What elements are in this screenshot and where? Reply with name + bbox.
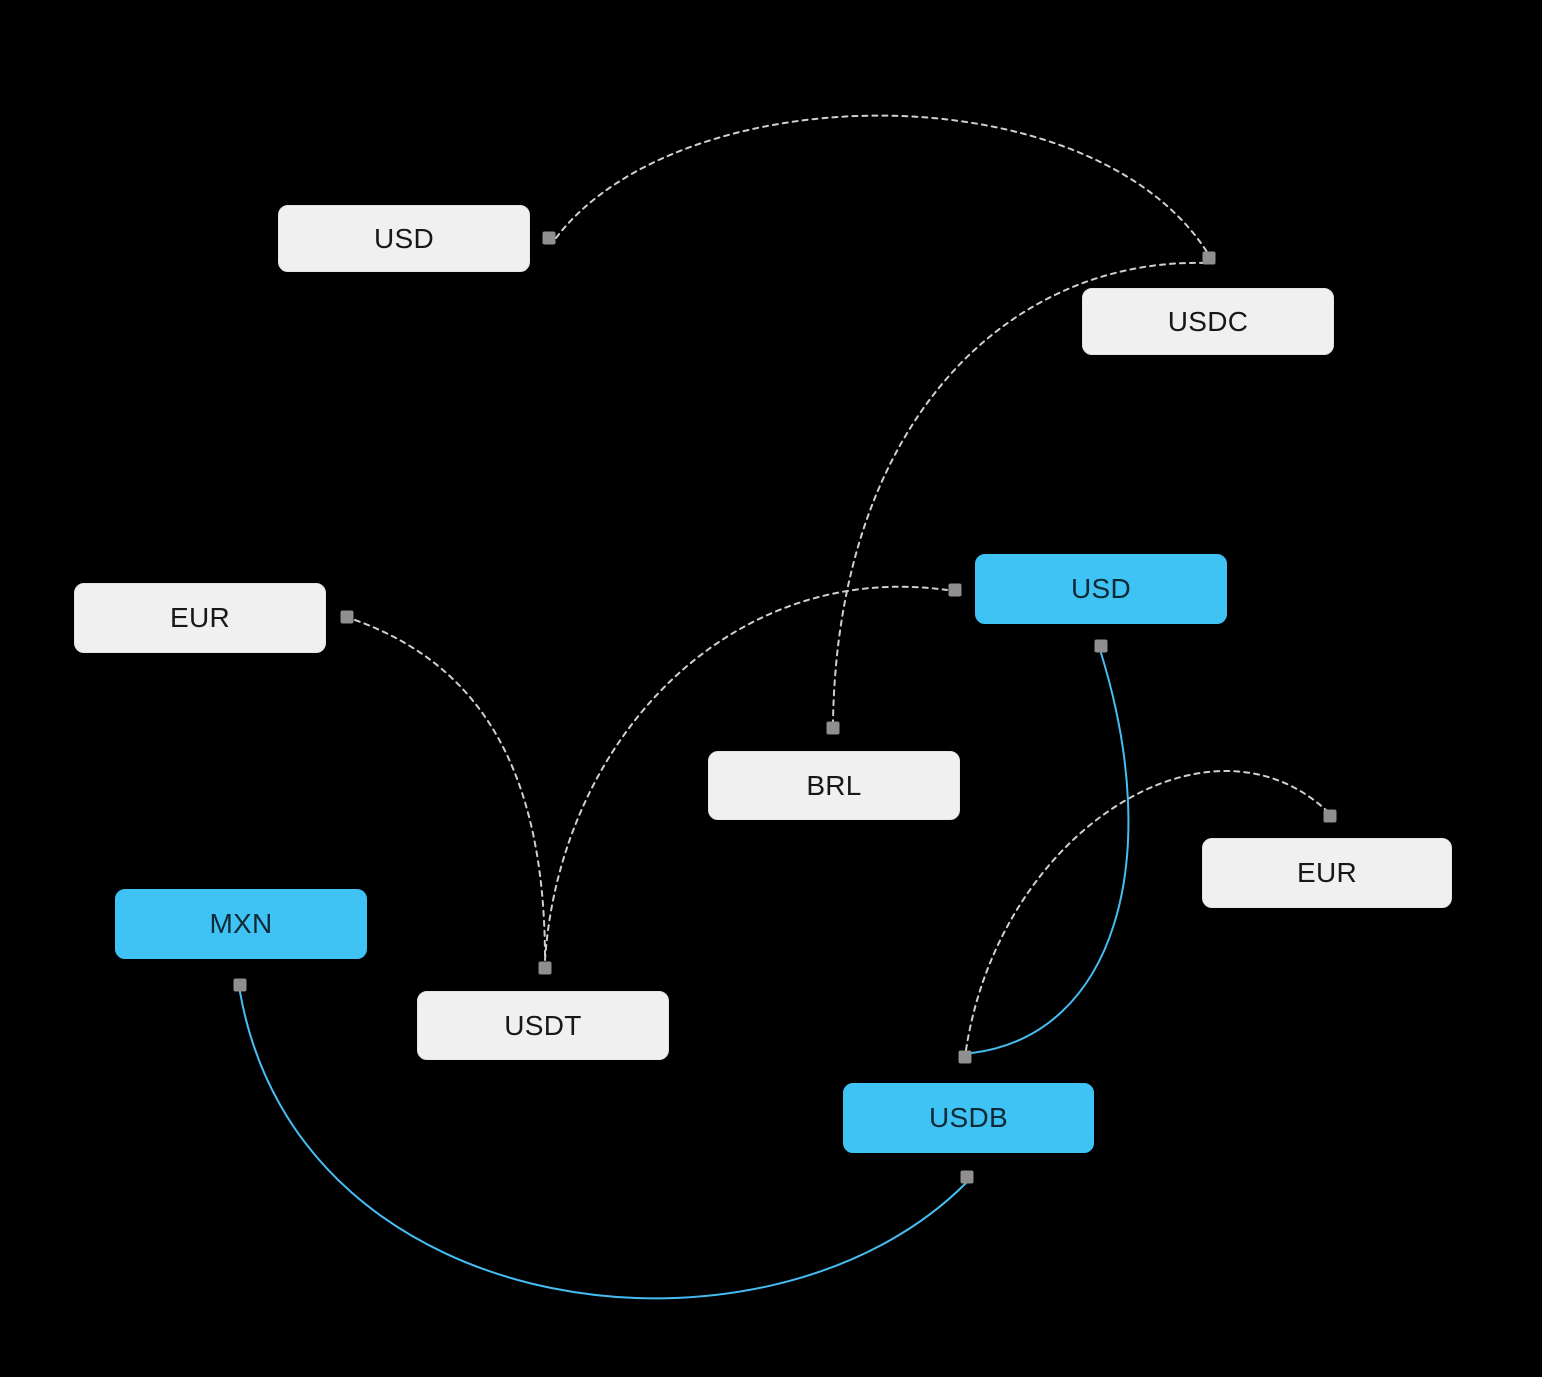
edge-handle-usdb-top[interactable] <box>958 1050 972 1064</box>
node-label: USD <box>1070 573 1132 604</box>
node-label: MXN <box>209 908 273 939</box>
edge-handle-eur-left-right[interactable] <box>340 610 354 624</box>
node-label: BRL <box>806 769 862 801</box>
edge-usdb-to-eur[interactable] <box>965 770 1329 1051</box>
node-eur-right[interactable]: EUR <box>1202 838 1452 908</box>
edge-usd-to-usdc[interactable] <box>555 114 1208 253</box>
edge-usd-to-usdb[interactable] <box>971 652 1130 1054</box>
edge-handle-eur-right-top[interactable] <box>1323 809 1337 823</box>
node-brl[interactable]: BRL <box>708 751 960 820</box>
node-usdc[interactable]: USDC <box>1082 288 1334 355</box>
edge-usdt-to-usd[interactable] <box>544 585 948 961</box>
node-usd-selected[interactable]: USD <box>975 554 1227 624</box>
edge-mxn-to-usdb[interactable] <box>239 991 967 1300</box>
edge-eur-to-usdt[interactable] <box>354 619 546 961</box>
edge-handle-usdb-bottom[interactable] <box>960 1170 974 1184</box>
node-label: USD <box>373 222 435 254</box>
node-label: USDT <box>504 1009 582 1041</box>
node-label: EUR <box>1296 857 1358 888</box>
node-label: USDC <box>1167 305 1249 337</box>
edge-handle-brl-top[interactable] <box>826 721 840 735</box>
edge-handle-usd-top-right[interactable] <box>542 231 556 245</box>
edge-handle-usd-blue-bottom[interactable] <box>1094 639 1108 653</box>
node-mxn[interactable]: MXN <box>115 889 367 959</box>
edge-handle-usd-blue-left[interactable] <box>948 583 962 597</box>
node-label: USDB <box>929 1102 1008 1133</box>
edge-usdc-to-brl[interactable] <box>832 261 1206 723</box>
edge-handle-usdc-top[interactable] <box>1202 251 1216 265</box>
node-label: EUR <box>169 602 231 633</box>
node-usdt[interactable]: USDT <box>417 991 669 1060</box>
edge-handle-mxn-bottom[interactable] <box>233 978 247 992</box>
node-usdb[interactable]: USDB <box>843 1083 1094 1153</box>
node-eur-left[interactable]: EUR <box>74 583 326 653</box>
edge-handle-usdt-top[interactable] <box>538 961 552 975</box>
node-usd-top[interactable]: USD <box>278 205 530 272</box>
